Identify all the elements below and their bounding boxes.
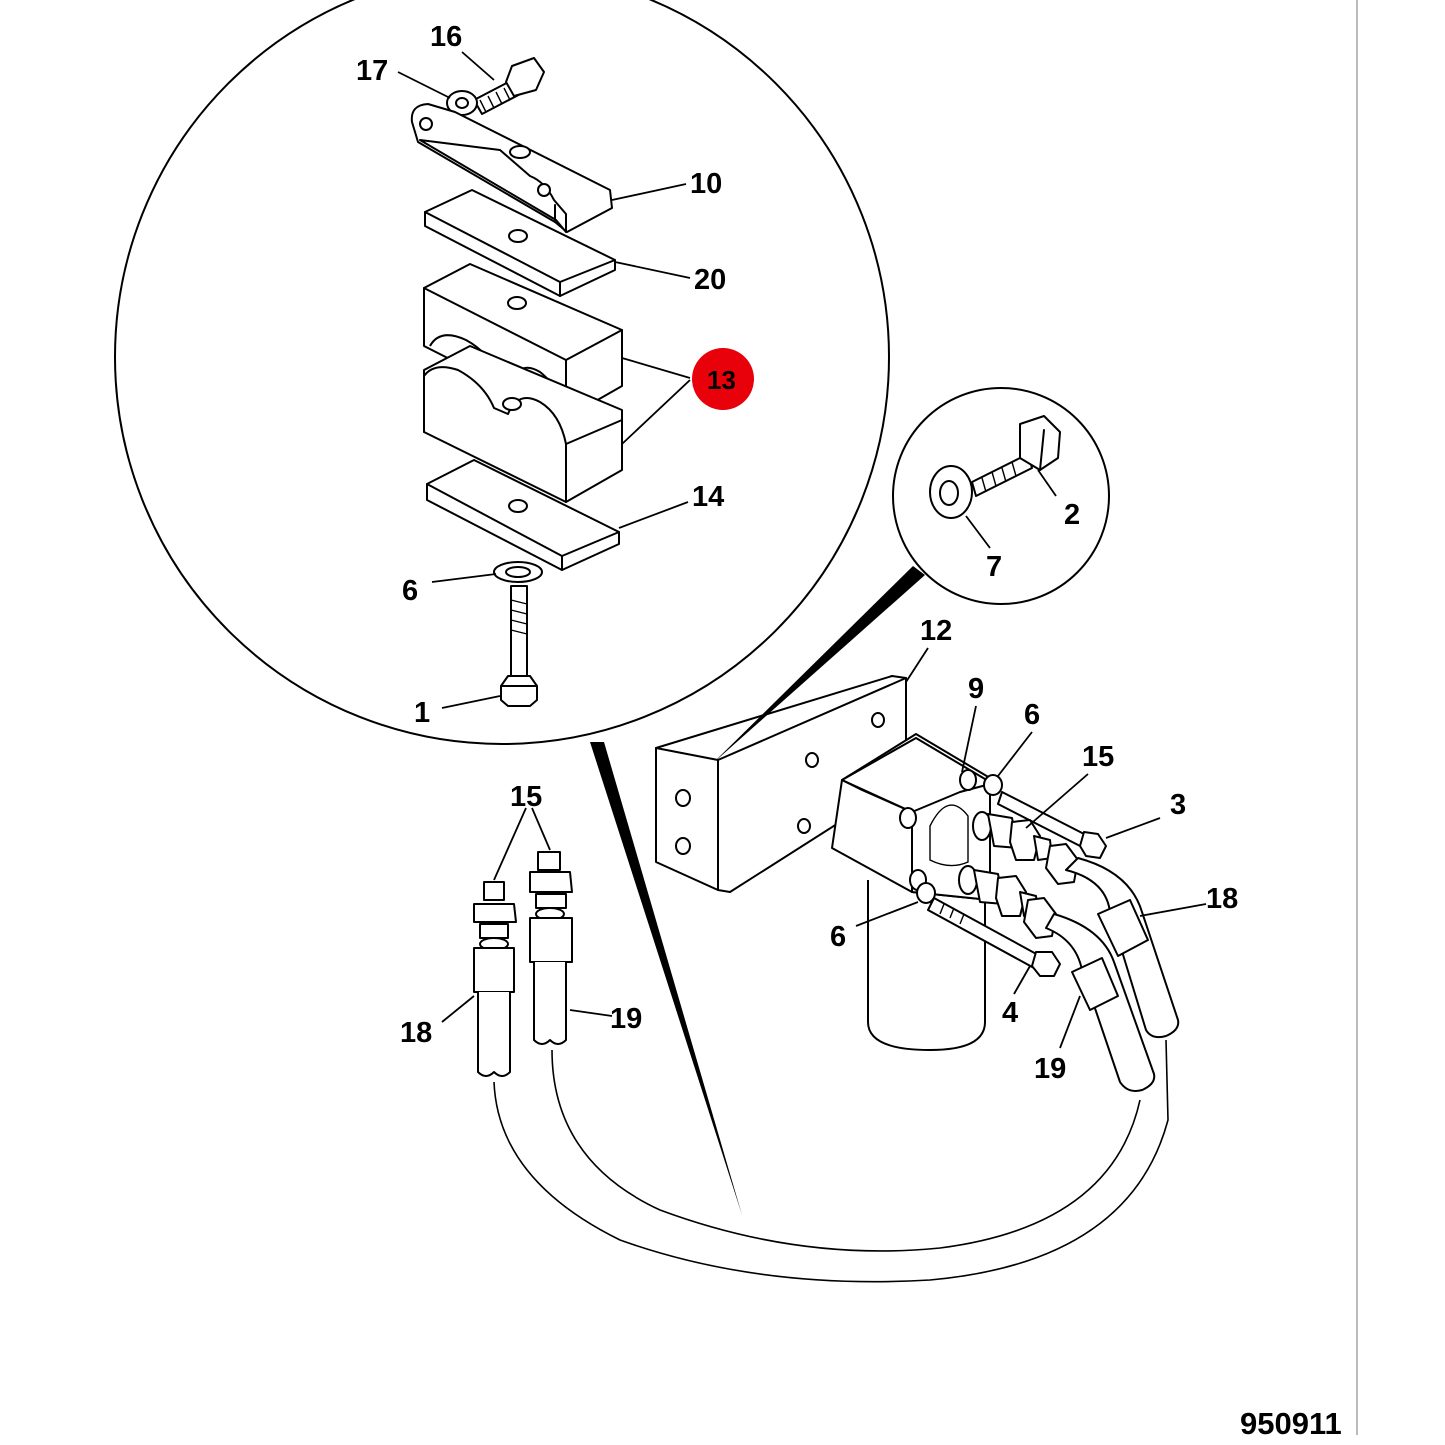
leader-15-right xyxy=(1025,773,1089,829)
washer-6-detail xyxy=(493,561,543,583)
callout-2: 2 xyxy=(1064,499,1080,531)
washer-6-upper xyxy=(983,774,1003,796)
callout-4: 4 xyxy=(1002,997,1018,1029)
callout-18-left: 18 xyxy=(400,1017,432,1049)
callout-19-left: 19 xyxy=(610,1003,642,1035)
hose-loop-outer xyxy=(493,1039,1169,1283)
callout-7: 7 xyxy=(986,551,1002,583)
leader-19-right xyxy=(1059,995,1081,1049)
leader-4 xyxy=(1013,965,1031,995)
washer-6-lower xyxy=(916,882,936,904)
leader-2 xyxy=(1037,469,1057,497)
leader-1 xyxy=(441,695,501,709)
leader-12 xyxy=(905,647,929,683)
detail-circle-small xyxy=(892,387,1110,605)
leader-6-upper xyxy=(997,731,1033,777)
filter-canister xyxy=(867,880,986,1051)
callout-1: 1 xyxy=(414,697,430,729)
callout-16: 16 xyxy=(430,21,462,53)
leader-7 xyxy=(965,515,991,549)
bolt-detail-view xyxy=(712,387,1110,764)
valve-block-9 xyxy=(831,733,991,901)
leader-13-b xyxy=(621,379,691,445)
bracket-assembly xyxy=(655,675,1180,1092)
clamp-detail-view xyxy=(114,0,890,1215)
callout-6-lower: 6 xyxy=(830,921,846,953)
callout-6-upper: 6 xyxy=(1024,699,1040,731)
hose-18-right xyxy=(1065,857,1180,1039)
left-fittings xyxy=(441,807,613,1077)
base-plate-14 xyxy=(426,459,620,571)
leader-3 xyxy=(1105,817,1161,839)
leader-15-left-b xyxy=(531,807,551,851)
callout-17: 17 xyxy=(356,55,388,87)
callout-3: 3 xyxy=(1170,789,1186,821)
fitting-15-upper xyxy=(972,811,1079,885)
leader-15-left-a xyxy=(493,807,527,881)
leader-14 xyxy=(618,501,689,529)
leader-17 xyxy=(397,71,451,99)
callout-18-right: 18 xyxy=(1206,883,1238,915)
leader-19-left xyxy=(569,1009,613,1017)
callout-15-right: 15 xyxy=(1082,741,1114,773)
callout-14: 14 xyxy=(692,481,724,513)
callout-12: 12 xyxy=(920,615,952,647)
leader-10 xyxy=(611,183,687,201)
bolt-16 xyxy=(473,57,545,115)
cover-plate-10 xyxy=(410,103,613,233)
bolt-4 xyxy=(927,897,1061,977)
callout-15-left: 15 xyxy=(510,781,542,813)
highlight-badge-13 xyxy=(692,348,754,410)
washer-17 xyxy=(446,90,478,116)
fitting-19-left xyxy=(529,851,573,1045)
leader-20 xyxy=(614,261,691,279)
callout-19-right: 19 xyxy=(1034,1053,1066,1085)
leader-6-lower xyxy=(855,901,919,927)
detail-pointer-large xyxy=(590,742,742,1215)
hose-19-right xyxy=(1045,913,1156,1092)
leader-18-right xyxy=(1139,903,1207,917)
hose-loop-inner xyxy=(551,1049,1141,1252)
callout-20: 20 xyxy=(694,264,726,296)
leader-9 xyxy=(961,705,977,773)
leader-18-left xyxy=(441,995,475,1023)
fitting-18-left xyxy=(473,881,517,1077)
callout-13: 13 xyxy=(707,365,736,395)
leader-16 xyxy=(461,51,495,81)
bolt-3 xyxy=(997,791,1107,859)
detail-circle-large xyxy=(114,0,890,745)
bolt-1 xyxy=(500,585,538,707)
figure-number: 950911 xyxy=(1240,1406,1342,1441)
spacer-plate-20 xyxy=(424,189,616,297)
leader-13-a xyxy=(621,357,691,379)
callout-9: 9 xyxy=(968,673,984,705)
mounting-bracket-12 xyxy=(655,675,907,893)
clamp-block-lower-13 xyxy=(423,345,623,503)
callout-10: 10 xyxy=(690,168,722,200)
leader-6-detail xyxy=(431,573,497,583)
callout-6-detail: 6 xyxy=(402,575,418,607)
